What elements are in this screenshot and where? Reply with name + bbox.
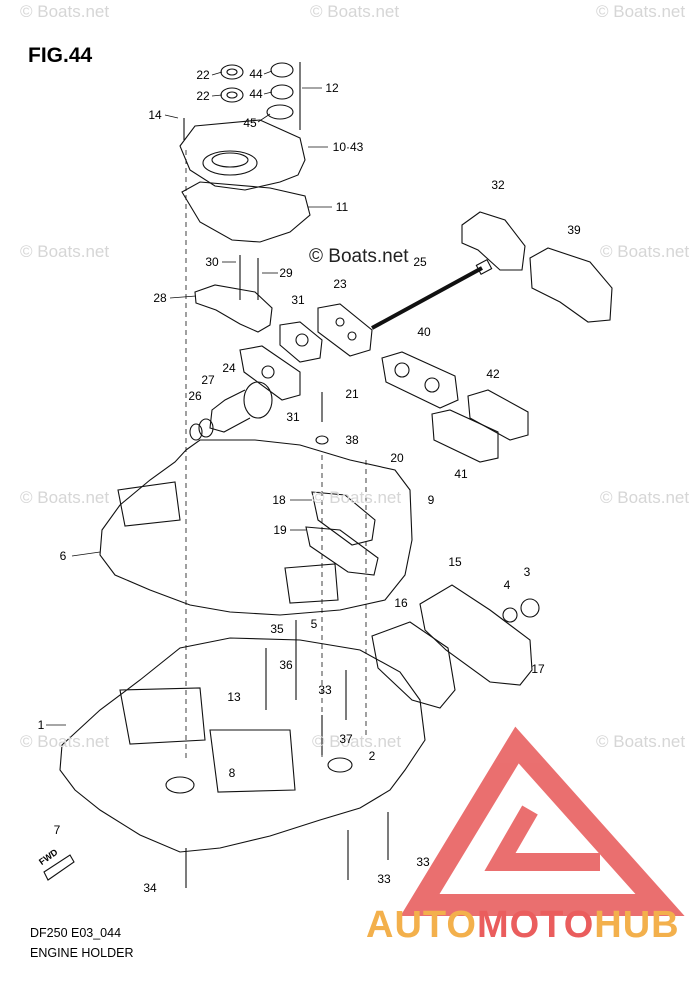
watermark: © Boats.net [20,488,110,507]
part-label: 27 [201,373,215,387]
part-label: 45 [243,116,257,130]
part-label: 5 [310,617,318,631]
watermark: © Boats.net [600,488,690,507]
watermark: © Boats.net [596,2,686,21]
part-label: 28 [153,291,167,305]
brand-part: MOTO [476,904,595,946]
part-label: 33 [318,683,332,697]
watermark: © Boats.net [20,242,110,261]
cover-15 [419,584,533,686]
part-label: 30 [205,255,219,269]
part-label: 32 [491,178,505,192]
leader-lines [46,70,332,726]
part-label: 42 [486,367,500,381]
automotohub-logo-text: AUTOMOTOHUB [366,904,680,947]
brand-part: HUB [594,904,680,946]
part-label: 26 [188,389,202,403]
part-label: 10·43 [332,140,364,154]
part-label: 23 [333,277,347,291]
part-label: 16 [394,596,408,610]
part-label: 38 [345,433,359,447]
part-label: 33 [377,872,391,886]
part-label: 15 [448,555,462,569]
part-label: 22 [196,89,210,103]
part-label: 11 [335,200,349,214]
part-label: 14 [148,108,162,122]
top-cover [179,119,306,191]
part-label: 41 [454,467,468,481]
part-label: 7 [53,823,61,837]
figure-name: ENGINE HOLDER [30,946,134,960]
watermark: © Boats.net [596,732,686,751]
part-label: 12 [325,81,339,95]
part-label: 22 [196,68,210,82]
watermark: © Boats.net [310,2,400,21]
watermark: © Boats.net [312,488,402,507]
watermark: © Boats.net [20,732,110,751]
part-label: 2 [368,749,376,763]
part-label: 19 [273,523,287,537]
part-label: 1 [37,718,45,732]
gasket-11 [181,181,311,243]
part-label: 25 [413,255,427,269]
part-label: 9 [427,493,435,507]
part-label: 44 [249,87,263,101]
watermark: © Boats.net [312,732,402,751]
part-label: 24 [222,361,236,375]
part-label: 18 [272,493,286,507]
part-label: 21 [345,387,359,401]
part-label: 31 [286,410,300,424]
part-label: 29 [279,266,293,280]
part-label: 35 [270,622,284,636]
part-label: 13 [227,690,241,704]
mount-28 [194,284,273,333]
mount-39 [529,247,613,323]
part-label: 34 [143,881,157,895]
part-label: 37 [339,732,353,746]
part-label: 17 [531,662,545,676]
automotohub-triangle-logo [400,726,685,916]
part-label: 31 [291,293,305,307]
part-label: 6 [59,549,67,563]
top-cover-boss [202,150,258,176]
figure-code: DF250 E03_044 [30,926,122,940]
brand-part: AUTO [366,904,477,946]
part-label: 3 [523,565,531,579]
part-label: 33 [416,855,430,869]
part-label: 8 [228,766,236,780]
gasket-6 [99,439,413,616]
part-label: 4 [503,578,511,592]
oil-pan-1 [59,637,426,853]
watermark: © Boats.net [600,242,690,261]
watermark: © Boats.net [20,2,110,21]
part-label: 20 [390,451,404,465]
fwd-arrow [43,854,75,881]
center-watermark: © Boats.net [309,246,409,267]
part-label: 44 [249,67,263,81]
part-label: 40 [417,325,431,339]
mount-32 [461,211,526,271]
part-label: 39 [567,223,581,237]
gasket-16 [371,621,456,709]
figure-title: FIG.44 [28,44,93,67]
part-label: 36 [279,658,293,672]
